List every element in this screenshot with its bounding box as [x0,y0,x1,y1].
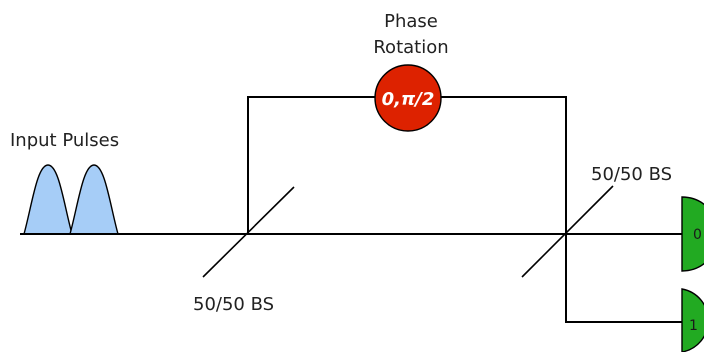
bs-left-label: 50/50 BS [193,294,274,315]
detector-0-label: 0 [693,227,702,243]
pulse-1 [23,164,73,235]
bs-right-label: 50/50 BS [591,164,672,185]
detector-1: 1 [681,288,704,352]
phase-rotation-label-line2: Rotation [373,37,448,58]
detector-1-shape [681,288,704,352]
phase-value: 0,π/2 [382,89,435,110]
phase-circle [374,64,442,132]
detector-1-label: 1 [689,318,698,334]
phase-rotation-label-line1: Phase [384,11,438,32]
lower-output-path [565,234,682,323]
phase-rotator: 0,π/2 [374,64,442,132]
optical-paths [20,96,682,323]
pulse-2 [69,164,119,235]
beam-splitter-right [521,185,614,278]
input-pulses [23,164,119,235]
detector-0: 0 [681,196,704,272]
beam-splitter-left [202,186,295,278]
detector-0-shape [681,196,704,272]
input-pulses-label: Input Pulses [10,130,119,151]
